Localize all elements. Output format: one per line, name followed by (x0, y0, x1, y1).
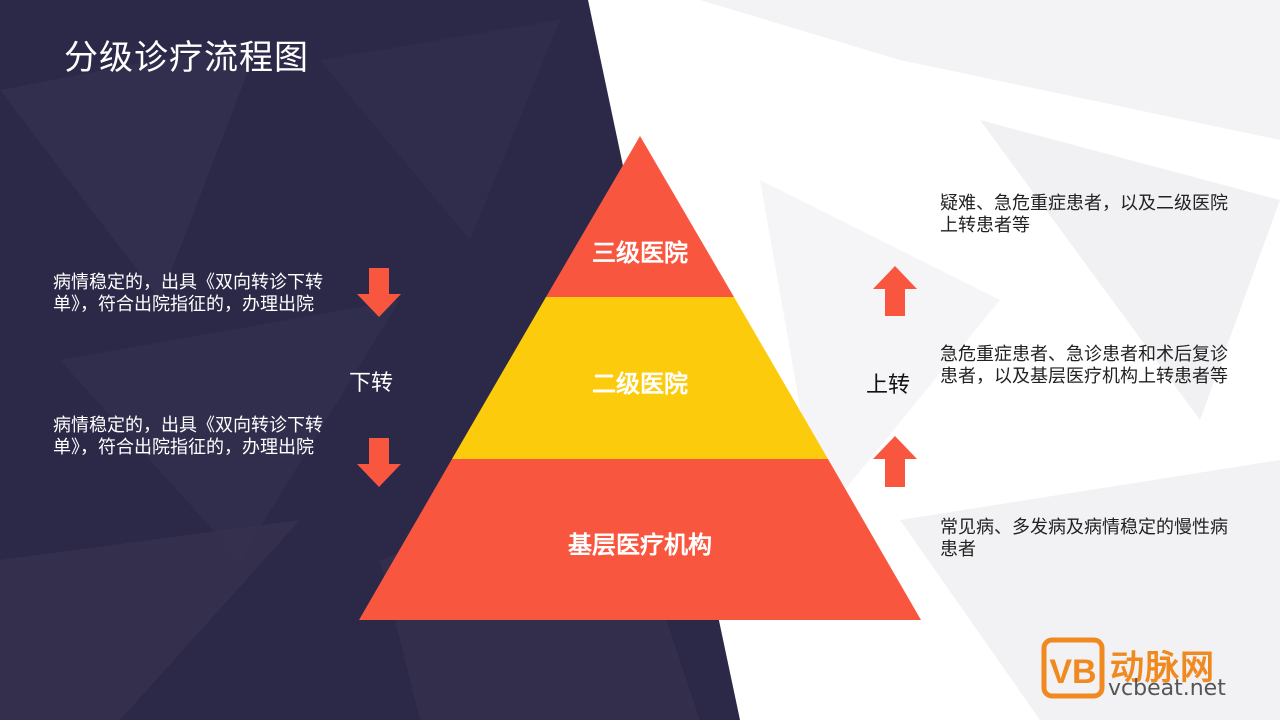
level-label-primary: 基层医疗机构 (568, 531, 712, 559)
level-label-tertiary: 三级医院 (592, 239, 688, 267)
logo-mark-icon (1041, 637, 1105, 699)
down-note-1: 病情稳定的，出具《双向转诊下转单》，符合出院指征的，办理出院 (53, 272, 323, 315)
down-arrow-icon (357, 438, 401, 487)
logo-text-cn: 动脉网 (1110, 648, 1215, 688)
up-arrow-icon (873, 266, 917, 316)
up-note-3: 常见病、多发病及病情稳定的慢性病患者 (940, 517, 1228, 560)
level-label-secondary: 二级医院 (592, 370, 688, 398)
up-label: 上转 (866, 373, 911, 398)
up-note-1: 疑难、急危重症患者，以及二级医院上转患者等 (940, 193, 1228, 236)
up-arrow-icon (873, 436, 917, 487)
down-note-2: 病情稳定的，出具《双向转诊下转单》，符合出院指征的，办理出院 (53, 415, 323, 458)
down-label: 下转 (349, 371, 394, 396)
logo-mark-text: VB (1049, 653, 1096, 691)
pyramid-middle (452, 297, 828, 459)
pyramid-bottom (359, 459, 921, 620)
pyramid-top (546, 136, 734, 297)
down-arrow-icon (357, 268, 401, 317)
page-title: 分级诊疗流程图 (64, 38, 309, 78)
logo-text-en: vcbeat.net (1108, 676, 1226, 701)
up-note-2: 急危重症患者、急诊患者和术后复诊患者，以及基层医疗机构上转患者等 (940, 344, 1228, 387)
